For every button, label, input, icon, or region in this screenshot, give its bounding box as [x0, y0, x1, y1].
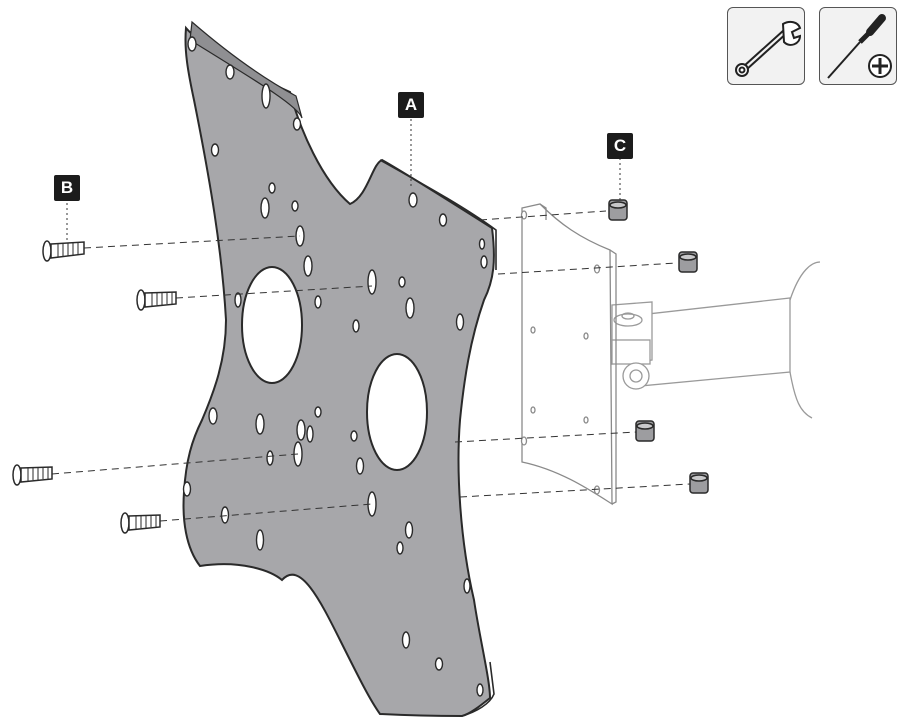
callout-c: C [607, 133, 633, 159]
screw [12, 464, 53, 486]
nut [678, 251, 698, 273]
screw [136, 289, 177, 311]
tool-screwdriver [819, 7, 897, 85]
wall-mount-arm [611, 261, 821, 419]
adapter-plate [182, 20, 498, 718]
screw [42, 240, 85, 262]
callout-a: A [398, 92, 424, 118]
nut [608, 199, 628, 221]
screws [12, 240, 177, 534]
nut [635, 420, 655, 442]
screw [120, 512, 161, 534]
alignment-lines [51, 114, 691, 522]
nuts [608, 199, 709, 494]
wrench-icon [735, 20, 802, 77]
callout-b: B [54, 175, 80, 201]
phillips-screwdriver-icon [827, 14, 892, 79]
tool-wrench [727, 7, 805, 85]
nut [689, 472, 709, 494]
vesa-bracket [520, 203, 617, 506]
